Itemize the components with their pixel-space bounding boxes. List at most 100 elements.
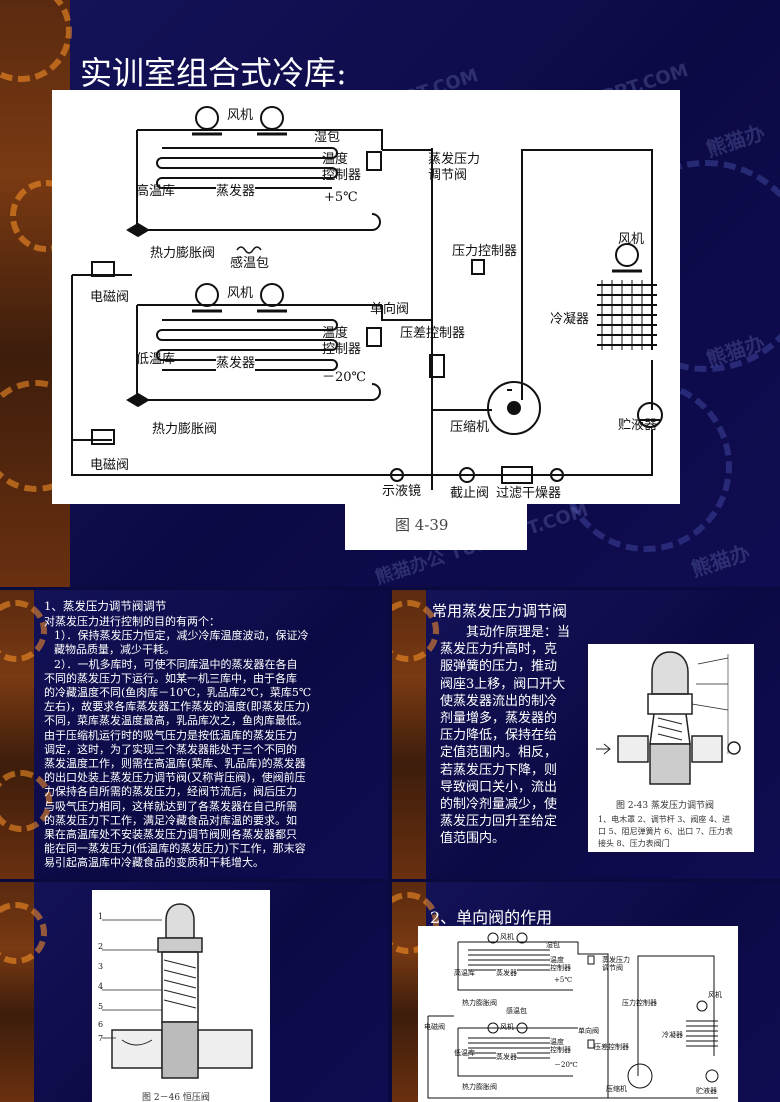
label-receiver: 贮液器 [618,418,658,433]
text-line: 的冷藏温度不同(鱼肉库－10℃，乳品库2℃，菜库5℃ [44,686,312,700]
label-filter-drier: 过滤干燥器 [496,486,562,501]
label-high-temp-room: 高温库 [136,184,176,199]
body-text: 对蒸发压力进行控制的目的有两个：1）．保持蒸发压力恒定，减少冷库温度波动，保证冷… [44,615,380,871]
slide-title: 实训室组合式冷库: [80,54,347,92]
label-evaporator: 蒸发器 [496,1052,517,1062]
fan-icon [612,243,642,273]
slide-constant-pressure-valve: 1 2 3 4 5 6 7 图 2－46 恒压阀 [0,882,388,1102]
text-line: 藏物品质量，减少干耗。 [54,643,175,657]
valve-icon [126,222,150,238]
label-temp: +5℃ [554,976,573,984]
figure-box: 图 2-43 蒸发压力调节阀 1、电木罩 2、调节杆 3、阀座 4、进 口 5、… [588,644,754,852]
diagram-frame: 风机 湿包 温度 控制器 +5℃ 蒸发压力 调节阀 高温库 蒸发器 热力膨胀阀 … [52,90,680,504]
refrigeration-diagram [71,106,663,490]
part-number: 3 [98,962,104,971]
valve-icon [126,392,150,408]
label-pressure-controller: 压力控制器 [452,244,518,259]
label-temp: －20℃ [554,1061,578,1069]
solenoid-valve-icon [91,261,115,277]
label-evaporator: 蒸发器 [216,180,256,199]
part-number: 6 [98,1020,104,1029]
constant-pressure-valve-figure [102,903,253,1079]
label-temp-controller: 温度 控制器 [550,1038,571,1054]
compressor-icon [487,381,541,435]
caption-box: 图 4-39 [345,500,527,550]
text-line: 对蒸发压力进行控制的目的有两个： [44,615,220,628]
figure-legend: 1、电木罩 2、调节杆 3、阀座 4、进 [598,815,730,824]
text-line: 蒸发压力升高时，克 [440,642,558,658]
label-temp: －20℃ [322,370,367,385]
watermark: 熊猫办 [703,120,768,162]
label-fan: 风机 [708,991,722,999]
text-line: 不同，菜库蒸发温度最高，乳品库次之，鱼肉库最低。 [44,714,308,728]
label-fan: 风机 [500,933,514,941]
figure-caption: 图 2－46 恒压阀 [142,1093,210,1102]
text-line: 压力降低，保持在给 [440,728,558,744]
text-line: 蒸发压力回升至给定 [440,814,558,830]
condenser-coil [597,280,657,350]
text-line: 易引起高温库中冷藏食品的变质和干耗增大。 [44,856,264,870]
text-line: 定值范围内。相反， [440,745,558,761]
label-sensor-bulb: 感温包 [506,1007,527,1015]
label-pressure-controller: 压力控制器 [622,999,657,1007]
slide-top: 熊猫办公 TUKUPPT.COM 熊猫办公 TUKUPPT.COM 熊猫办公 T… [0,0,780,587]
label-temp-controller: 温度 控制器 [322,152,362,183]
label-fan: 风机 [500,1023,514,1031]
evaporator-coil-top [156,147,338,189]
label-compressor: 压缩机 [450,420,490,435]
sensor-bulb-icon [236,246,262,254]
text-line: 1）．保持蒸发压力恒定，减少冷库温度波动，保证冷 [54,629,309,643]
pipe [136,129,433,490]
valve-icon [550,468,564,482]
label-compressor: 压缩机 [606,1085,627,1093]
part-number: 1 [98,912,104,921]
figure-legend: 接头 8、压力表阀门 [598,839,670,848]
temp-controller-icon [366,327,382,347]
label-high-temp-room: 高温库 [454,969,475,977]
label-expansion-valve: 热力膨胀阀 [150,246,216,261]
pipe [612,360,653,476]
label-temp: +5℃ [324,190,358,205]
text-line: 值范围内。 [440,831,506,847]
label-solenoid: 电磁阀 [90,290,130,305]
label-fan: 风机 [618,232,645,247]
pipe [431,330,492,411]
text-line: 阀座3上移，阀口开大 [440,676,566,692]
text-line: 服弹簧的压力，推动 [440,659,558,675]
gear-decoration [0,770,52,832]
label-check-valve: 单向阀 [370,302,410,317]
text-line: 若蒸发压力下降，则 [440,762,558,778]
text-line: 力保持各自所需的蒸发压力，经阀节流后，阀后压力 [44,785,297,799]
label-condenser: 冷凝器 [662,1031,683,1039]
evaporator-coil-bottom [156,319,338,371]
sight-glass-icon [390,468,404,482]
text-line: 使蒸发器流出的制冷 [440,693,558,709]
label-sensor-bulb: 感温包 [230,256,270,271]
watermark: 熊猫办 [688,540,753,582]
figure-caption: 图 2-43 蒸发压力调节阀 [616,801,714,811]
label-diff-controller: 压差控制器 [594,1043,629,1051]
check-valve-diagram [427,932,719,1099]
text-line: 蒸发温度工作，则需在高温库(菜库、乳品库)的蒸发器 [44,757,306,771]
receiver-icon [637,402,663,428]
label-fan: 风机 [227,108,254,123]
label-temp-controller: 温度 控制器 [550,956,571,972]
fan-icon [257,106,287,136]
label-temp-controller: 温度 控制器 [322,326,362,357]
section-heading: 常用蒸发压力调节阀 [432,602,568,620]
text-line: 与吸气压力相同，这样就达到了各蒸发器在自己所需 [44,799,297,813]
label-diff-controller: 压差控制器 [400,326,466,341]
diff-controller-icon [429,354,445,378]
text-line: 其动作原理是：当 [440,625,571,640]
figure-legend: 口 5、阻尼弹簧片 6、出口 7、压力表 [598,827,733,836]
diagram-frame: 风机 湿包 温度 控制器 蒸发压力 调节阀 高温库 蒸发器 +5℃ 热力膨胀阀 … [418,926,738,1102]
label-low-temp-room: 低温库 [454,1049,475,1057]
gear-decoration [392,892,439,954]
gear-decoration [392,600,439,662]
text-line: 能在同一蒸发压力(低温库的蒸发压力)下工作，那末容 [44,842,306,856]
label-stop-valve: 截止阀 [450,486,490,501]
label-low-temp-room: 低温库 [136,352,176,367]
slide-evap-pressure-text: 1、蒸发压力调节阀调节 对蒸发压力进行控制的目的有两个：1）．保持蒸发压力恒定，… [0,590,388,879]
gear-decoration [0,0,72,82]
label-solenoid: 电磁阀 [424,1023,445,1031]
